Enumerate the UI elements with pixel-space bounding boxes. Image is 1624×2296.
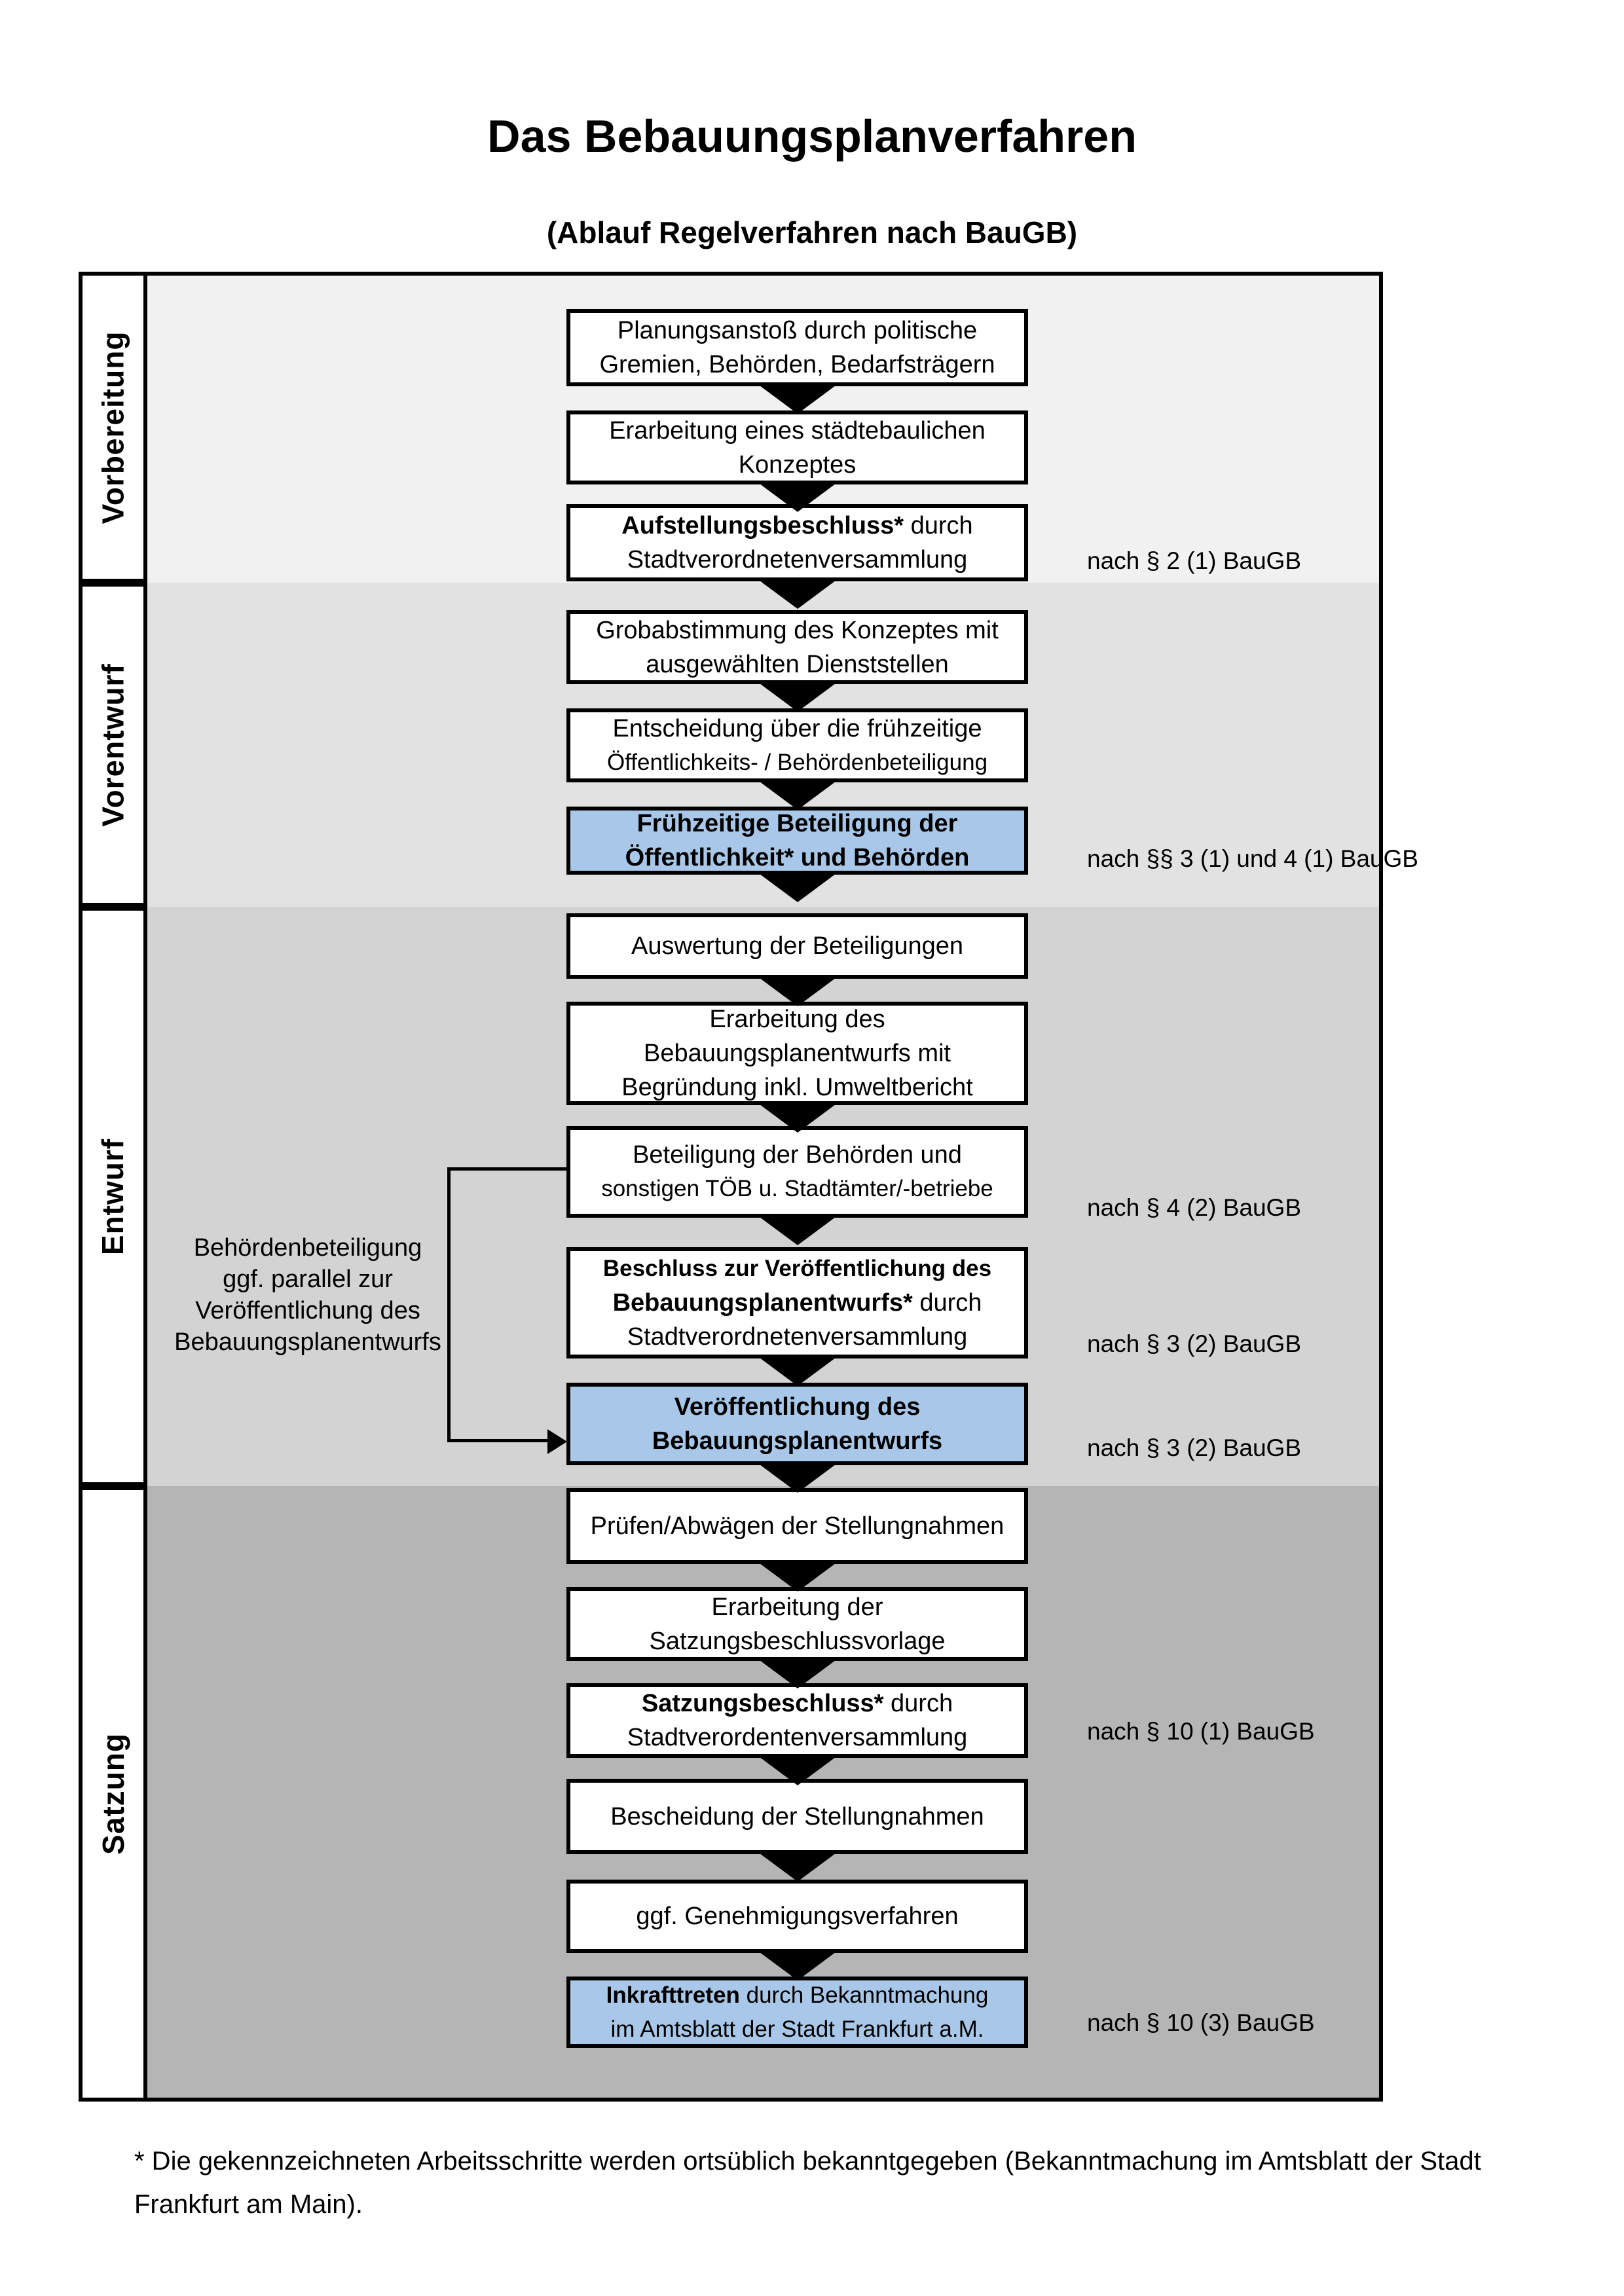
flow-arrow-down (757, 482, 838, 512)
phase-cell-entwurf: Entwurf (79, 907, 147, 1486)
box-pruefen-abwaegen: Prüfen/Abwägen der Stellungnahmen (566, 1488, 1028, 1564)
box-fruehzeitige-beteiligung: Frühzeitige Beteiligung der Öffentlichke… (566, 807, 1028, 875)
flow-arrow-down (757, 384, 838, 414)
flow-arrow-down (757, 1463, 838, 1493)
box-veroeffentlichungsbeschluss: Beschluss zur Veröffentlichung des Bebau… (566, 1247, 1028, 1358)
phase-label-satzung: Satzung (96, 1733, 130, 1855)
legal-ref-fruehzeitige-beteiligung: nach §§ 3 (1) und 4 (1) BauGB (1087, 845, 1418, 872)
connector-line-vertical (447, 1167, 451, 1442)
connector-line-bottom (447, 1439, 549, 1442)
box-bescheidung: Bescheidung der Stellungnahmen (566, 1779, 1028, 1854)
phase-cell-vorentwurf: Vorentwurf (79, 583, 147, 907)
flow-arrow-down (757, 1215, 838, 1245)
phase-label-vorentwurf: Vorentwurf (96, 663, 130, 827)
page-subtitle: (Ablauf Regelverfahren nach BauGB) (546, 215, 1078, 249)
box-auswertung: Auswertung der Beteiligungen (566, 913, 1028, 979)
phase-cell-satzung: Satzung (79, 1486, 147, 2102)
connector-line-top (447, 1167, 566, 1171)
box-satzungsvorlage: Erarbeitung der Satzungsbeschlussvorlage (566, 1587, 1028, 1661)
side-note-parallel: Behördenbeteiligung ggf. parallel zur Ve… (174, 1234, 441, 1356)
phase-cell-vorbereitung: Vorbereitung (79, 272, 147, 583)
flow-arrow-down (757, 1851, 838, 1882)
box-grobabstimmung: Grobabstimmung des Konzeptes mit ausgewä… (566, 610, 1028, 684)
flow-arrow-down (757, 976, 838, 1006)
legal-ref-behoerdenbeteiligung: nach § 4 (2) BauGB (1087, 1194, 1302, 1221)
box-inkrafttreten: Inkrafttreten durch Bekanntmachung im Am… (566, 1977, 1028, 2048)
flow-arrow-down (757, 1755, 838, 1785)
flow-arrow-down (757, 780, 838, 810)
legal-ref-satzungsbeschluss: nach § 10 (1) BauGB (1087, 1718, 1315, 1745)
box-satzungsbeschluss: Satzungsbeschluss* durch Stadtverordente… (566, 1683, 1028, 1758)
box-entwurf-erarbeitung: Erarbeitung des Bebauungsplanentwurfs mi… (566, 1002, 1028, 1105)
box-genehmigungsverfahren: ggf. Genehmigungsverfahren (566, 1880, 1028, 1953)
flow-arrow-down (757, 872, 838, 902)
box-veroeffentlichung: Veröffentlichung des Bebauungsplanentwur… (566, 1383, 1028, 1465)
flow-arrow-down (757, 1102, 838, 1133)
flow-arrow-down (757, 1356, 838, 1386)
flow-arrow-down (757, 579, 838, 609)
box-aufstellungsbeschluss: Aufstellungsbeschluss* durch Stadtverord… (566, 504, 1028, 581)
connector-arrow-right-icon (547, 1429, 567, 1454)
page-title: Das Bebauungsplanverfahren (487, 111, 1137, 162)
box-behoerdenbeteiligung: Beteiligung der Behörden und sonstigen T… (566, 1126, 1028, 1218)
phase-label-vorbereitung: Vorbereitung (96, 331, 130, 524)
flow-arrow-down (757, 682, 838, 712)
flow-arrow-down (757, 1658, 838, 1688)
box-entscheidung-beteiligung: Entscheidung über die frühzeitige Öffent… (566, 708, 1028, 782)
box-staedtebauliches-konzept: Erarbeitung eines städtebaulichen Konzep… (566, 410, 1028, 484)
footnote: * Die gekennzeichneten Arbeitsschritte w… (134, 2147, 1481, 2219)
legal-ref-inkrafttreten: nach § 10 (3) BauGB (1087, 2009, 1315, 2036)
legal-ref-aufstellungsbeschluss: nach § 2 (1) BauGB (1087, 547, 1302, 574)
legal-ref-veroeffentlichung: nach § 3 (2) BauGB (1087, 1434, 1302, 1461)
legal-ref-veroeffentlichungsbeschluss: nach § 3 (2) BauGB (1087, 1330, 1302, 1357)
flow-arrow-down (757, 1561, 838, 1592)
flow-arrow-down (757, 1950, 838, 1980)
box-planungsanstoss: Planungsanstoß durch politische Gremien,… (566, 309, 1028, 386)
